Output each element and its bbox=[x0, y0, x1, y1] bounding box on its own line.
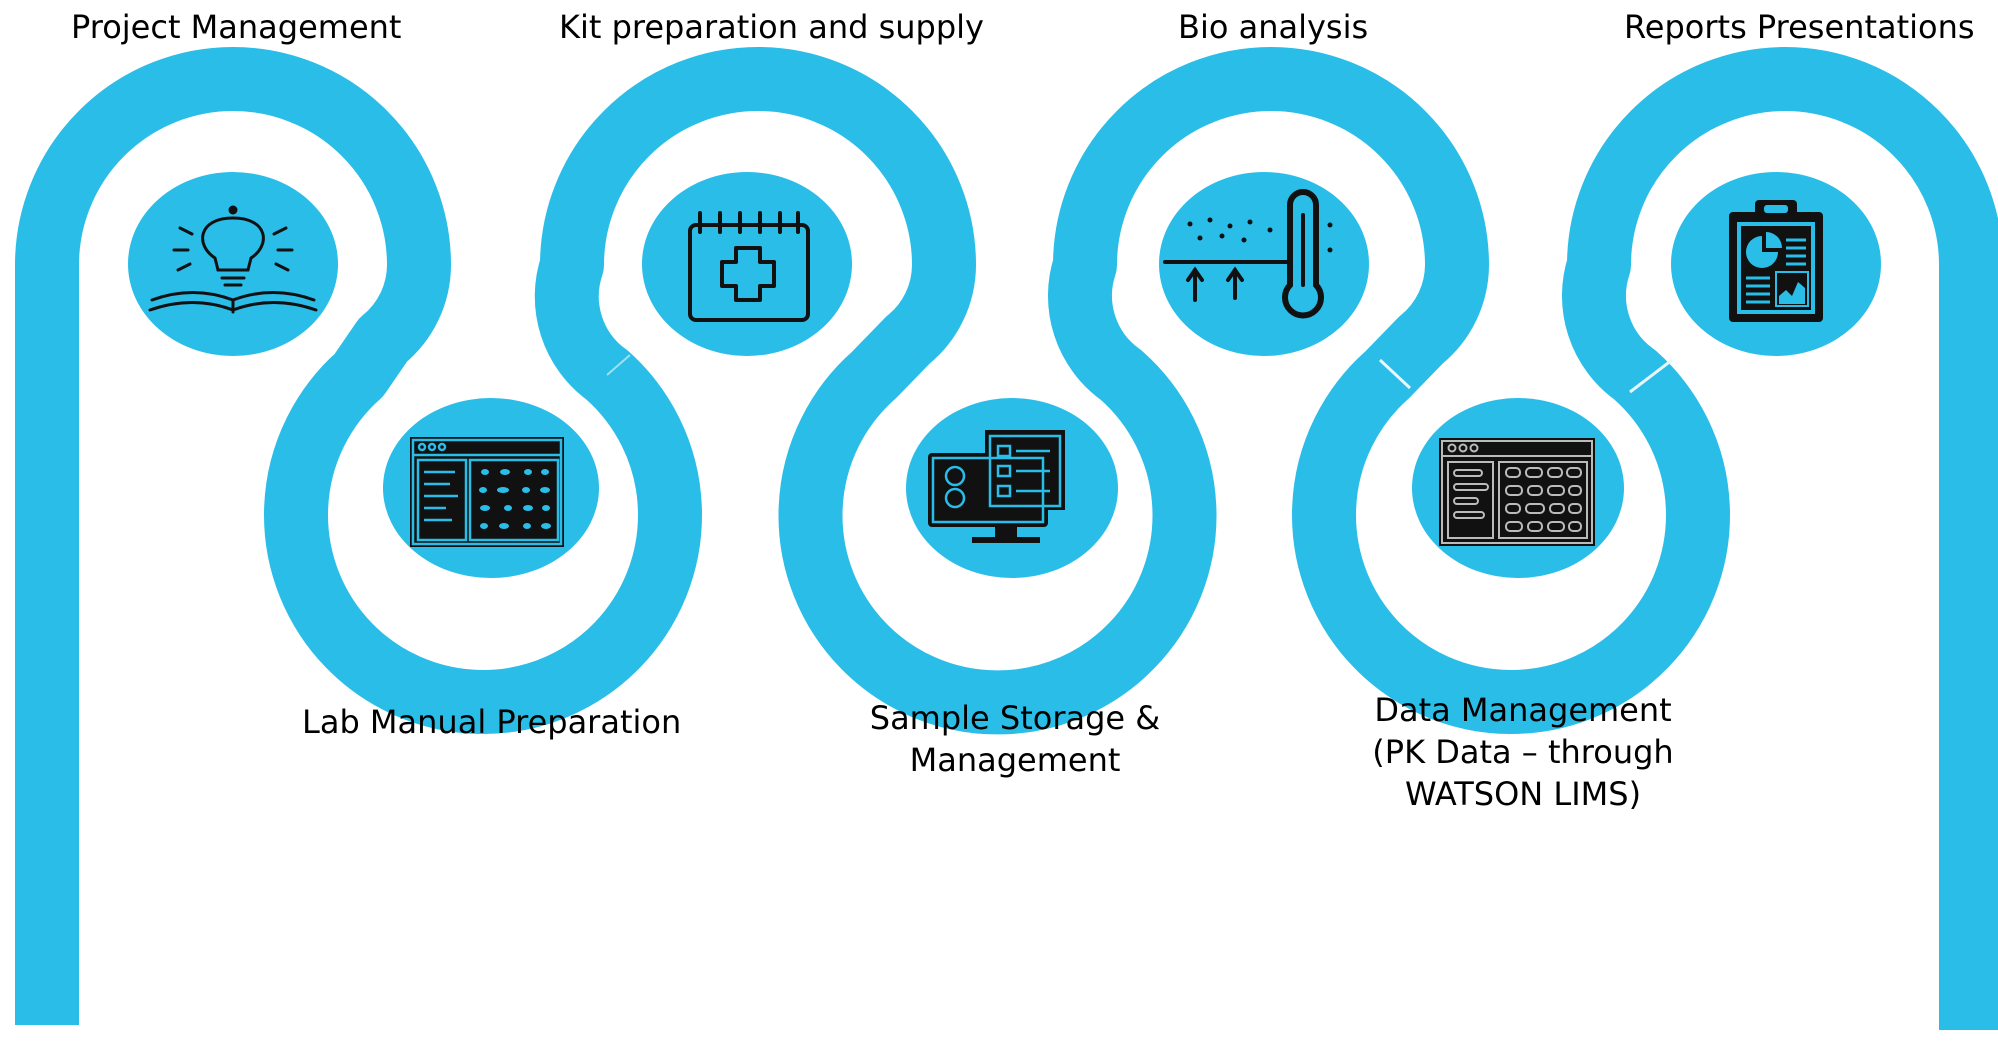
step-label-line: Data Management bbox=[1374, 691, 1672, 729]
station-circle bbox=[128, 172, 338, 356]
step-label-bio-analysis: Bio analysis bbox=[1178, 8, 1369, 46]
report-clipboard-icon bbox=[1729, 200, 1823, 322]
step-label-project-management: Project Management bbox=[71, 8, 402, 46]
step-label-kit-preparation: Kit preparation and supply bbox=[559, 8, 984, 46]
seam bbox=[1629, 358, 1673, 394]
step-label-data-management: Data Management (PK Data – through WATSO… bbox=[1358, 689, 1688, 815]
data-window-icon bbox=[1439, 438, 1595, 546]
step-label-reports-presentations: Reports Presentations bbox=[1624, 8, 1975, 46]
path-ribbon bbox=[15, 47, 1998, 1030]
medical-calendar-icon bbox=[688, 211, 810, 322]
seam bbox=[606, 354, 631, 376]
seam bbox=[1378, 358, 1412, 390]
thermometer-icon bbox=[1163, 189, 1333, 319]
station-circle bbox=[642, 172, 852, 356]
dashboard-window-icon bbox=[410, 437, 564, 547]
step-label-line: WATSON LIMS) bbox=[1404, 775, 1642, 813]
step-label-line: (PK Data – through bbox=[1372, 733, 1674, 771]
step-label-line: Sample Storage & bbox=[869, 699, 1161, 737]
step-label-sample-storage: Sample Storage & Management bbox=[850, 697, 1180, 781]
step-label-lab-manual: Lab Manual Preparation bbox=[302, 703, 682, 741]
lightbulb-book-icon bbox=[148, 205, 318, 314]
sample-monitor-icon bbox=[928, 430, 1065, 543]
step-label-line: Management bbox=[909, 741, 1121, 779]
